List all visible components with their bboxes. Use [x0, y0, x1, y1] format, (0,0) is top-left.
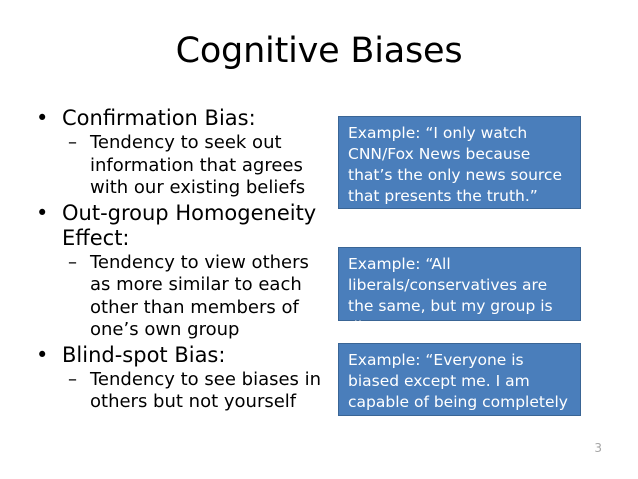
bullet-list: • Confirmation Bias: – Tendency to seek …	[24, 106, 334, 415]
bullet-marker: •	[36, 342, 49, 367]
dash-marker: –	[68, 251, 77, 273]
example-box-blind-spot-bias: Example: “Everyone is biased except me. …	[338, 343, 581, 432]
dash-marker: –	[68, 132, 77, 153]
bullet-text: Confirmation Bias:	[62, 106, 256, 130]
bullet-text: Blind-spot Bias:	[62, 342, 226, 367]
sub-bullet-item-out-group-homogeneity-effect: – Tendency to view others as more simila…	[24, 252, 334, 342]
sub-bullet-text: Tendency to seek out information that ag…	[90, 132, 306, 198]
sub-bullet-item-confirmation-bias: – Tendency to seek out information that …	[24, 132, 334, 200]
dash-marker: –	[68, 368, 77, 390]
slide-number: 3	[594, 441, 602, 455]
bullet-item-confirmation-bias: • Confirmation Bias:	[24, 106, 334, 131]
bullet-marker: •	[36, 106, 49, 130]
page-title: Cognitive Biases	[175, 31, 463, 71]
sub-bullet-item-blind-spot-bias: – Tendency to see biases in others but n…	[24, 369, 334, 414]
bullet-item-blind-spot-bias: • Blind-spot Bias:	[24, 343, 334, 368]
example-box-confirmation-bias: Example: “I only watch CNN/Fox News beca…	[338, 116, 581, 209]
bullet-text: Out-group Homogeneity Effect:	[62, 200, 317, 250]
sub-bullet-text: Tendency to see biases in others but not…	[90, 368, 322, 413]
sub-bullet-text: Tendency to view others as more similar …	[90, 251, 309, 341]
bullet-marker: •	[36, 200, 49, 225]
example-box-out-group-homogeneity: Example: “All liberals/conservatives are…	[338, 247, 581, 336]
bullet-item-out-group-homogeneity-effect: • Out-group Homogeneity Effect:	[24, 201, 334, 251]
